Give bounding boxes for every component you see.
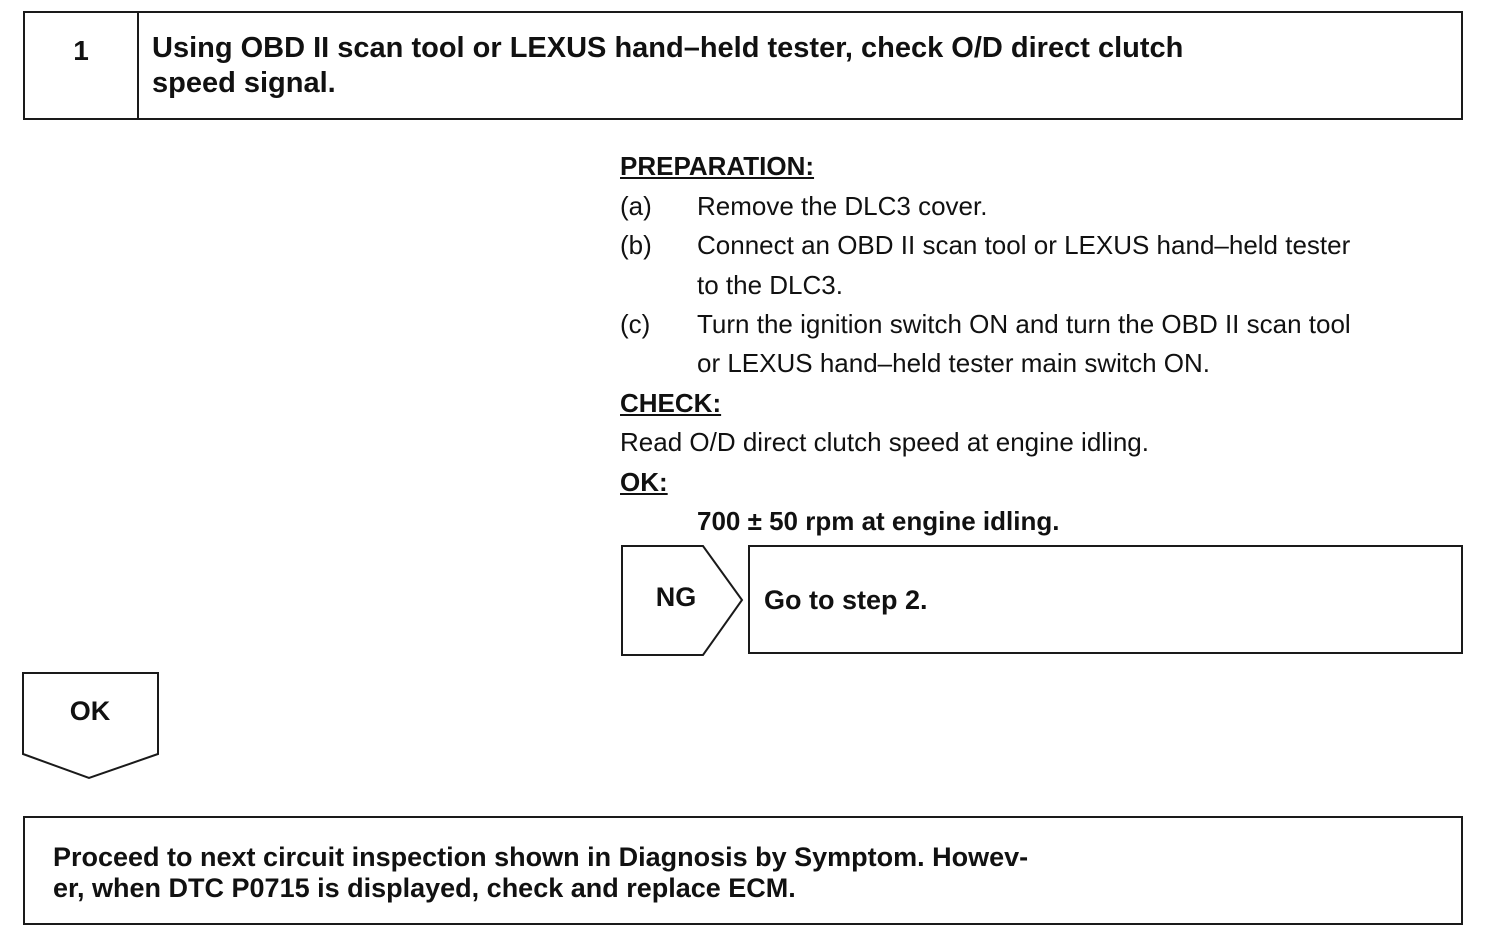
preparation-item-b-text-line-1: Connect an OBD II scan tool or LEXUS han… (697, 230, 1351, 260)
preparation-item-a-marker: (a) (620, 191, 652, 221)
ng-arrow-shape (621, 545, 744, 656)
check-text: Read O/D direct clutch speed at engine i… (620, 427, 1149, 457)
ok-label: OK (69, 696, 111, 726)
ok-spec-heading: OK: (620, 467, 668, 497)
preparation-item-b-marker: (b) (620, 230, 652, 260)
final-instruction-line-1: Proceed to next circuit inspection shown… (53, 842, 1029, 872)
preparation-item-a-text: Remove the DLC3 cover. (697, 191, 988, 221)
preparation-item-c-text-line-2: or LEXUS hand–held tester main switch ON… (697, 348, 1211, 378)
step-number: 1 (25, 13, 139, 118)
ng-result-text: Go to step 2. (764, 585, 928, 615)
preparation-item-c-text-line-1: Turn the ignition switch ON and turn the… (697, 309, 1351, 339)
final-instruction-line-2: er, when DTC P0715 is displayed, check a… (53, 873, 796, 903)
step-title-line-2: speed signal. (152, 67, 336, 99)
ng-label: NG (655, 582, 697, 612)
ng-result-box: Go to step 2. (748, 545, 1463, 654)
ok-arrow-shape (22, 672, 159, 780)
preparation-item-c-marker: (c) (620, 309, 651, 339)
final-instruction-box: Proceed to next circuit inspection shown… (23, 816, 1463, 925)
check-heading: CHECK: (620, 388, 722, 418)
preparation-heading: PREPARATION: (620, 151, 815, 181)
step-header: 1 Using OBD II scan tool or LEXUS hand–h… (23, 11, 1463, 120)
final-instruction-text: Proceed to next circuit inspection shown… (53, 842, 1253, 904)
ok-spec-value: 700 ± 50 rpm at engine idling. (697, 506, 1060, 536)
preparation-item-b-text-line-2: to the DLC3. (697, 270, 843, 300)
step-title: Using OBD II scan tool or LEXUS hand–hel… (152, 31, 1442, 101)
step-title-line-1: Using OBD II scan tool or LEXUS hand–hel… (152, 32, 1184, 64)
